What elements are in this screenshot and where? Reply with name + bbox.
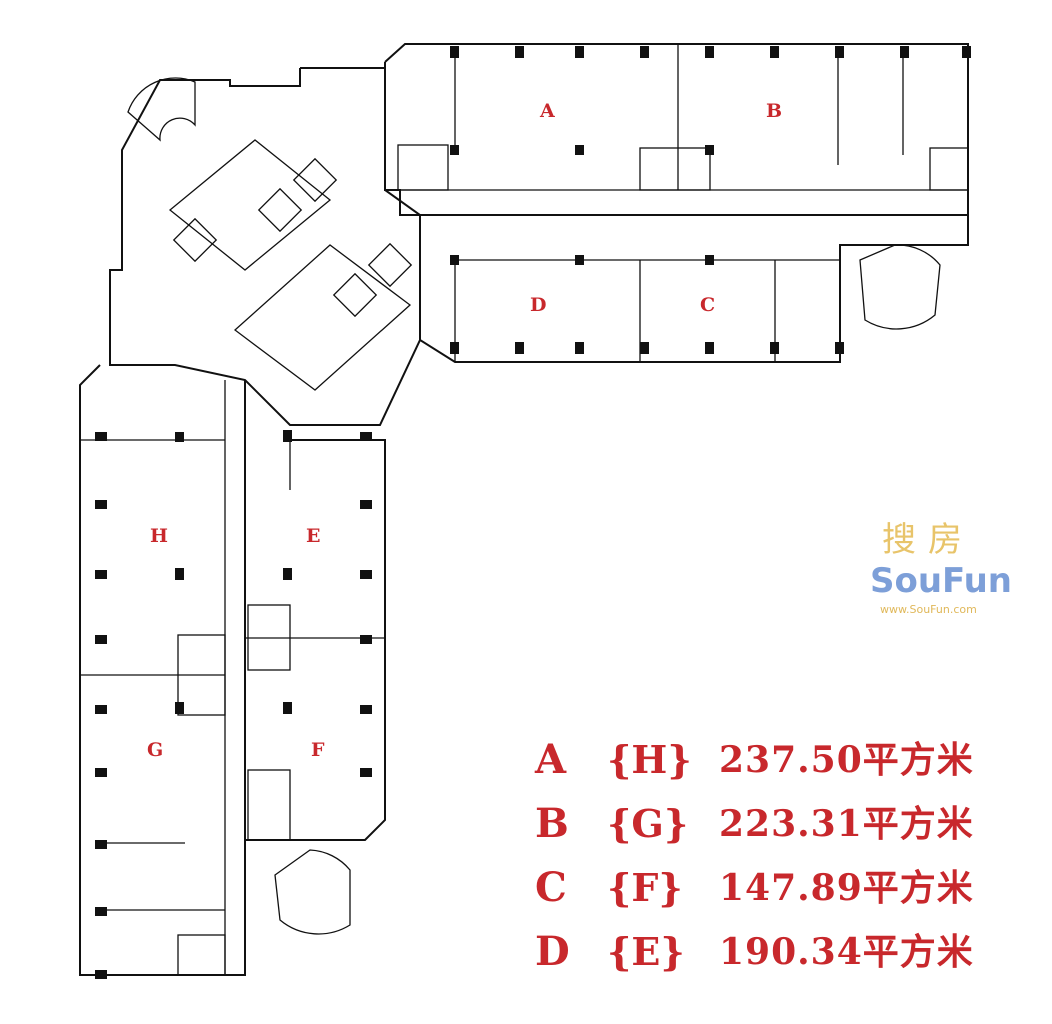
legend-unit: C [535, 864, 567, 911]
legend-unit: D [535, 928, 570, 975]
legend-pair: {E} [607, 929, 685, 974]
structural-columns [95, 46, 971, 979]
legend-row: D {E} 190.34平方米 [535, 920, 974, 984]
wall-block-hg [79, 364, 246, 976]
wall-block-dc [419, 215, 969, 363]
elevator-bank [168, 139, 332, 271]
legend-pair: {H} [607, 737, 692, 782]
restroom [177, 634, 226, 716]
elevator-icon [172, 157, 413, 318]
unit-label-a: A [539, 100, 555, 122]
legend-pair: {G} [607, 801, 689, 846]
legend-area: 190.34平方米 [719, 931, 974, 973]
watermark-cn: 搜房 [882, 520, 974, 560]
legend-area: 223.31平方米 [719, 803, 974, 845]
unit-label-g: G [147, 739, 163, 761]
restroom [639, 147, 711, 191]
unit-label-h: H [150, 525, 168, 547]
legend-row: C {F} 147.89平方米 [535, 856, 974, 920]
legend-row: A {H} 237.50平方米 [535, 728, 974, 792]
unit-label-b: B [766, 100, 782, 122]
staircase [127, 77, 196, 142]
restroom [247, 769, 291, 841]
wall-block-ef [245, 439, 386, 841]
legend-row: B {G} 223.31平方米 [535, 792, 974, 856]
restroom [247, 604, 291, 671]
unit-label-d: D [530, 294, 546, 316]
unit-label-f: F [311, 739, 325, 761]
wall-block-ab [384, 43, 969, 216]
elevator-bank [233, 244, 412, 391]
staircase [859, 244, 941, 330]
legend-unit: A [535, 736, 567, 783]
legend-pair: {F} [607, 865, 683, 910]
wall-core [109, 67, 421, 426]
unit-label-c: C [700, 294, 715, 316]
unit-label-e: E [306, 525, 320, 547]
legend-area: 237.50平方米 [719, 739, 974, 781]
restroom [397, 144, 449, 191]
watermark-url: www.SouFun.com [880, 603, 977, 616]
staircase [274, 849, 351, 935]
soufun-watermark: 搜房 SouFun www.SouFun.com [870, 520, 1040, 618]
restroom [929, 147, 969, 191]
watermark-en: SouFun [870, 561, 1012, 601]
legend-area: 147.89平方米 [719, 867, 974, 909]
restroom [177, 934, 226, 976]
legend-unit: B [535, 800, 569, 847]
area-legend: A {H} 237.50平方米 B {G} 223.31平方米 C {F} 14… [535, 728, 974, 984]
